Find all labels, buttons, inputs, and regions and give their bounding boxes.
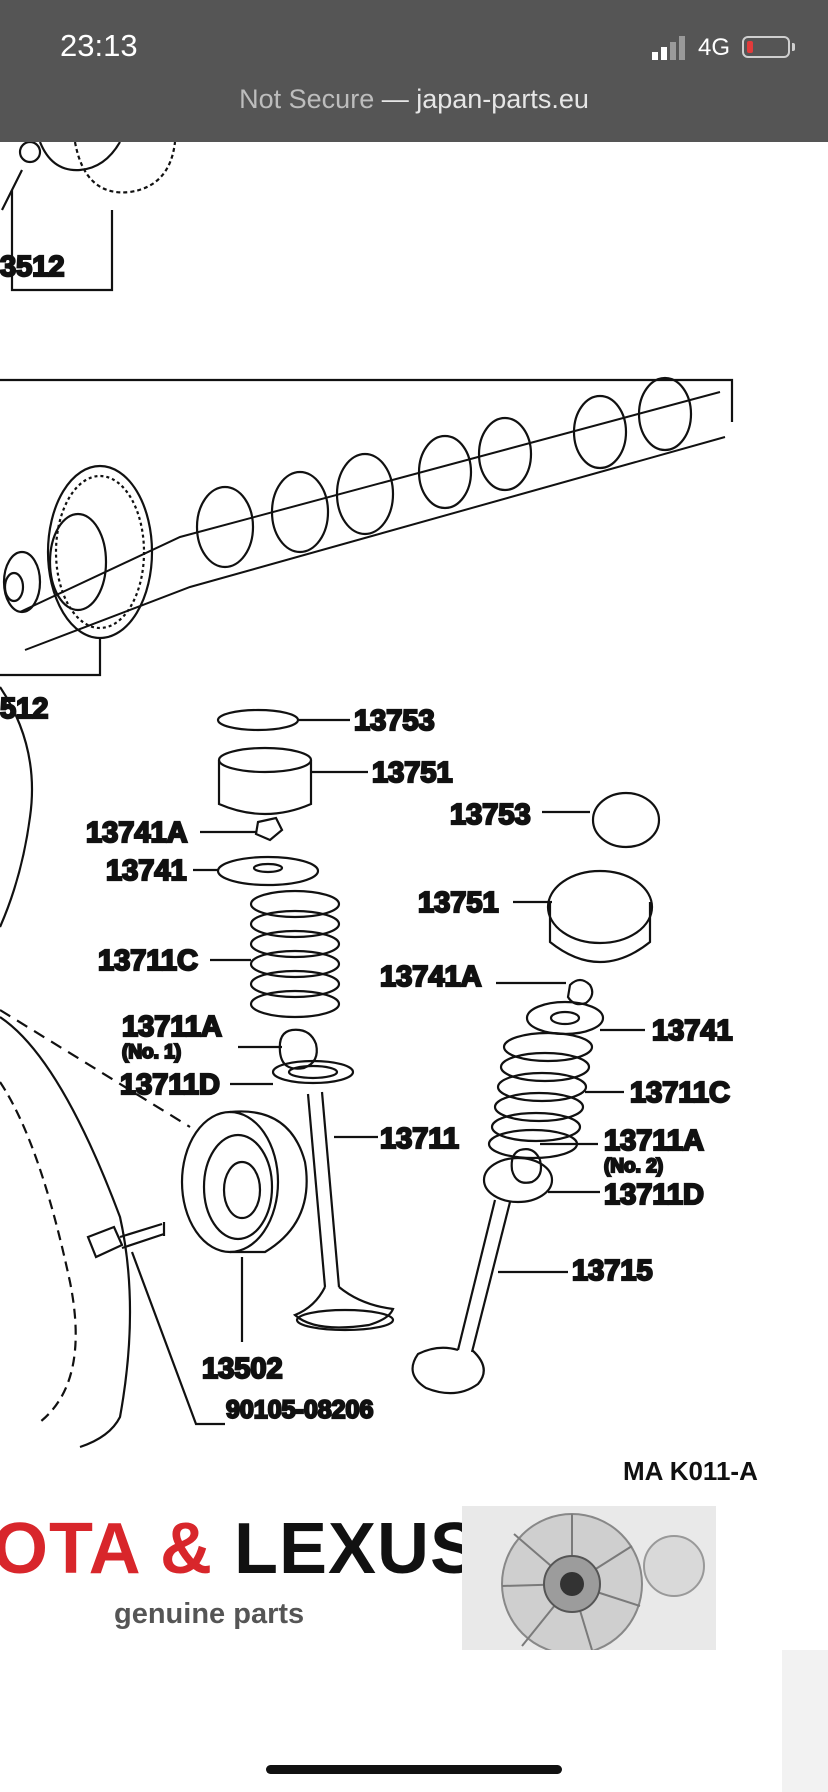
valve-train-parts-diagram: 3512 512: [0, 142, 734, 1449]
label-top-part: 3512: [0, 251, 65, 283]
left-valve-assembly: [193, 708, 395, 1332]
figure-code: MA K011-A: [623, 1456, 758, 1486]
camshaft: [0, 376, 726, 677]
label-lifter-1: 13751: [372, 757, 453, 789]
label-adjusting-shim-2: 13753: [450, 799, 531, 831]
intake-valve: [292, 1091, 395, 1332]
label-seal-1: 13711A: [122, 1011, 222, 1043]
exhaust-valve: [411, 1199, 512, 1395]
right-valve-assembly: [411, 791, 661, 1395]
label-spring-1: 13711C: [98, 945, 198, 977]
label-exhaust-valve: 13715: [572, 1255, 653, 1287]
label-seat-1: 13711D: [120, 1069, 220, 1101]
address-bar[interactable]: Not Secure — japan-parts.eu: [239, 84, 589, 114]
label-retainer-2: 13741: [652, 1015, 733, 1047]
upper-gear-fragment: [1, 142, 177, 292]
fan-clutch-image: [462, 1506, 716, 1650]
cam-pulley-and-belt-cover: [0, 686, 308, 1449]
valve-spring-2: [487, 1031, 594, 1160]
bolt: [86, 1222, 166, 1259]
label-adjusting-shim-1: 13753: [354, 705, 435, 737]
cellular-signal-icon: [652, 36, 685, 60]
label-spring-2: 13711C: [630, 1077, 730, 1109]
label-bolt: 90105-08206: [226, 1396, 373, 1424]
label-seal-2: 13711A: [604, 1125, 704, 1157]
clock: 23:13: [60, 28, 138, 63]
label-retainer-1: 13741: [106, 855, 187, 887]
label-keeper-1: 13741A: [86, 817, 188, 849]
valve-spring-1: [249, 889, 341, 1019]
label-seal-2-note: (No. 2): [604, 1156, 663, 1177]
url-domain: japan-parts.eu: [416, 84, 589, 114]
network-type: 4G: [698, 34, 731, 61]
label-seat-2: 13711D: [604, 1179, 704, 1211]
battery-icon: [742, 36, 790, 58]
label-lifter-2: 13751: [418, 887, 499, 919]
brand-logo[interactable]: OTA & LEXUS: [0, 1509, 480, 1589]
label-seal-1-note: (No. 1): [122, 1042, 181, 1063]
status-bar: 23:13 4G Not Secure — japan-parts.eu: [0, 0, 828, 142]
label-keeper-2: 13741A: [380, 961, 482, 993]
home-indicator[interactable]: [266, 1765, 562, 1774]
security-label: Not Secure: [239, 84, 375, 114]
label-cam-pulley: 13502: [202, 1353, 283, 1385]
label-intake-valve: 13711: [380, 1123, 459, 1155]
banner-tagline: genuine parts: [114, 1598, 305, 1630]
